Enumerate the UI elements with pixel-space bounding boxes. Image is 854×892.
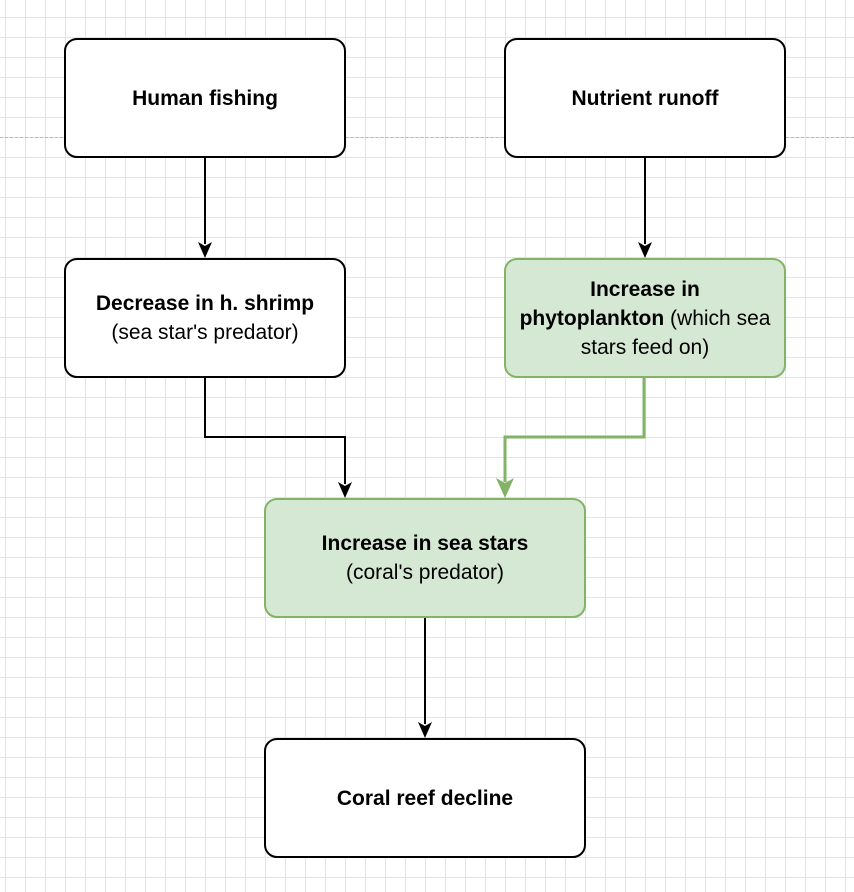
arrowhead-runoff-to-phytoplankton	[638, 242, 652, 258]
node-increase-sea-stars-text: Increase in sea stars (coral's predator)	[322, 529, 529, 587]
node-decrease-shrimp-text: Decrease in h. shrimp (sea star's predat…	[76, 289, 334, 347]
node-nutrient-runoff[interactable]: Nutrient runoff	[504, 38, 786, 158]
node-human-fishing-label: Human fishing	[132, 86, 278, 110]
edge-phytoplankton-to-sea-stars[interactable]	[503, 378, 646, 482]
node-human-fishing-text: Human fishing	[132, 84, 278, 113]
node-increase-phytoplankton-text: Increase in phytoplankton (which sea sta…	[516, 275, 774, 362]
page-break-line	[0, 137, 854, 138]
node-increase-sea-stars-label-bold: Increase in sea stars	[321, 532, 529, 555]
node-coral-decline-text: Coral reef decline	[337, 784, 513, 813]
arrowhead-fishing-to-shrimp	[198, 242, 212, 258]
edge-shrimp-to-sea-stars[interactable]	[204, 378, 346, 484]
node-coral-decline[interactable]: Coral reef decline	[264, 738, 586, 858]
arrowhead-shrimp-to-sea-stars	[338, 482, 352, 498]
node-increase-phytoplankton[interactable]: Increase in phytoplankton (which sea sta…	[504, 258, 786, 378]
node-decrease-shrimp-label-bold: Decrease in h. shrimp	[95, 292, 315, 315]
node-decrease-shrimp[interactable]: Decrease in h. shrimp (sea star's predat…	[64, 258, 346, 378]
node-increase-phytoplankton-label-bold: Increase in phytoplankton	[519, 277, 700, 330]
node-nutrient-runoff-label: Nutrient runoff	[571, 86, 719, 110]
node-nutrient-runoff-text: Nutrient runoff	[572, 84, 719, 113]
node-human-fishing[interactable]: Human fishing	[64, 38, 346, 158]
node-increase-sea-stars-label-detail: (coral's predator)	[345, 561, 505, 584]
node-coral-decline-label: Coral reef decline	[336, 786, 514, 810]
arrowhead-sea-stars-to-coral	[418, 722, 432, 738]
node-increase-sea-stars[interactable]: Increase in sea stars (coral's predator)	[264, 498, 586, 618]
node-increase-phytoplankton-label-detail: (which sea stars feed on)	[580, 306, 771, 359]
node-decrease-shrimp-label-detail: (sea star's predator)	[111, 321, 299, 344]
arrowhead-phytoplankton-to-sea-stars	[496, 478, 514, 498]
